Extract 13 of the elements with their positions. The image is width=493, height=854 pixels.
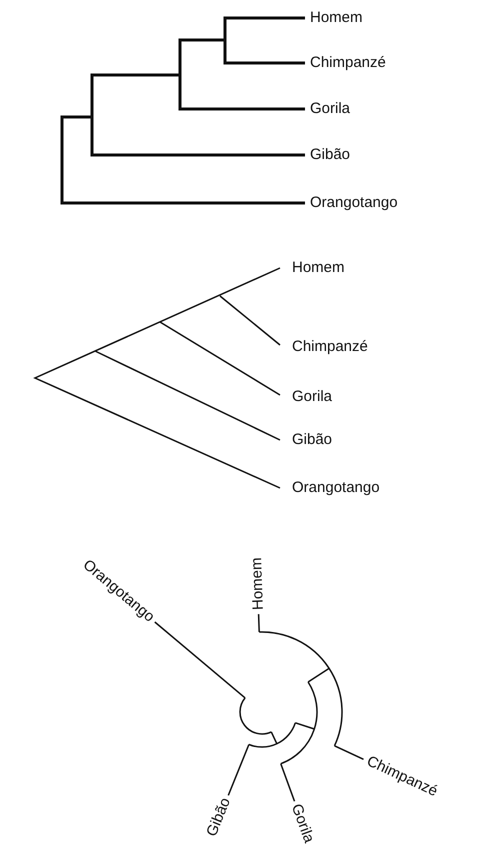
species-label: Gorila bbox=[310, 100, 350, 118]
species-label: Homem bbox=[292, 259, 345, 277]
species-label: Chimpanzé bbox=[292, 338, 368, 356]
species-label: Orangotango bbox=[292, 479, 380, 497]
species-label: Orangotango bbox=[310, 194, 398, 212]
species-label: Gorila bbox=[292, 388, 332, 406]
species-label: Gorila bbox=[287, 802, 318, 846]
species-label: Chimpanzé bbox=[310, 54, 386, 72]
species-label: Gibão bbox=[310, 146, 350, 164]
species-label: Homem bbox=[310, 9, 363, 27]
species-label: Gibão bbox=[203, 796, 236, 840]
species-label: Homem bbox=[248, 557, 268, 610]
species-label: Gibão bbox=[292, 431, 332, 449]
